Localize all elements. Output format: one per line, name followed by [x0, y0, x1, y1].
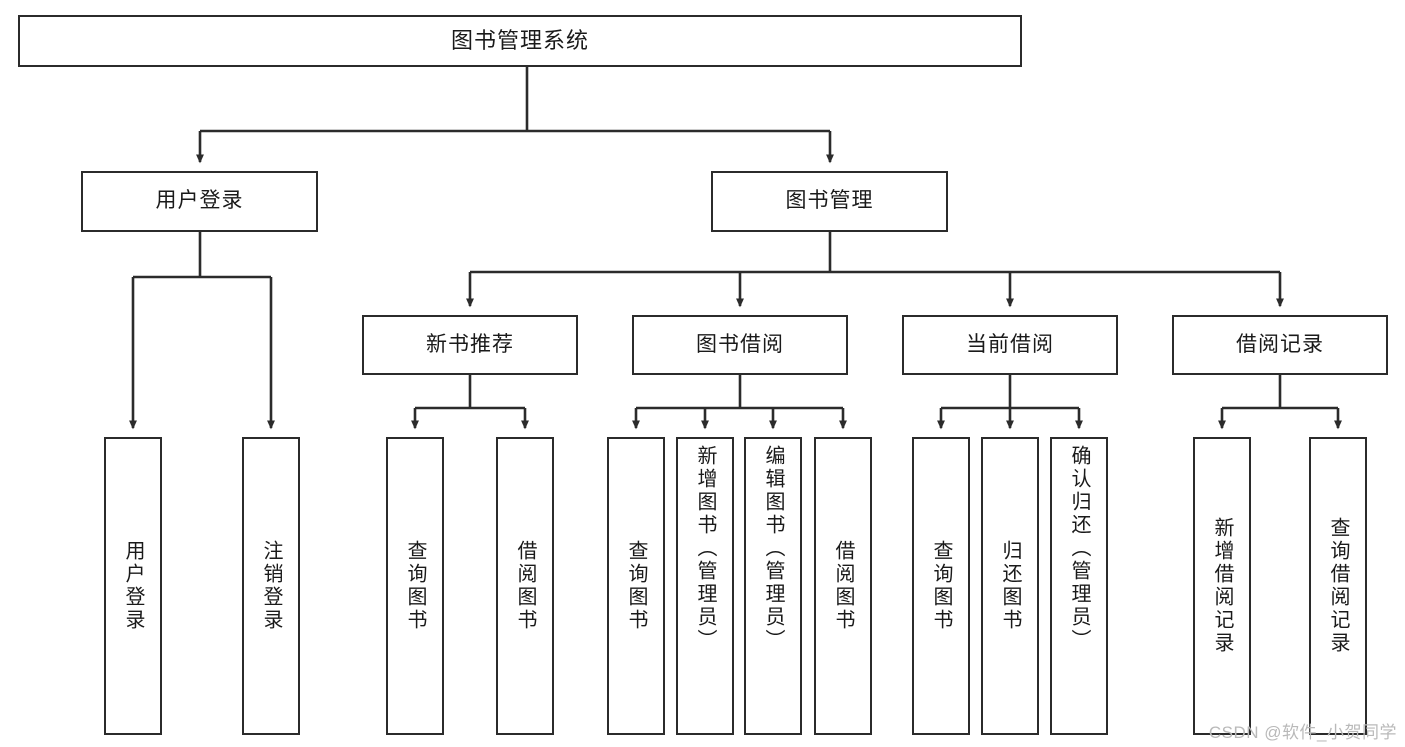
- leaf-current-query-book-label: 查询图书: [930, 540, 952, 632]
- node-user-login-label: 用户登录: [155, 189, 244, 213]
- leaf-record-query-record-label: 查询借阅记录: [1327, 517, 1349, 655]
- leaf-user-login-signin-label: 用户登录: [122, 540, 144, 632]
- leaf-borrow-edit-book-admin-label: 编辑图书（管理员）: [762, 445, 784, 652]
- node-root-label: 图书管理系统: [450, 28, 589, 54]
- leaf-borrow-borrow-book-label: 借阅图书: [832, 540, 854, 632]
- node-current-borrowing[interactable]: 当前借阅: [902, 315, 1118, 375]
- leaf-current-confirm-return-admin[interactable]: 确认归还（管理员）: [1050, 437, 1108, 735]
- leaf-current-confirm-return-admin-label: 确认归还（管理员）: [1068, 445, 1090, 652]
- leaf-current-query-book[interactable]: 查询图书: [912, 437, 970, 735]
- node-current-borrowing-label: 当前借阅: [966, 332, 1054, 356]
- node-book-management[interactable]: 图书管理: [711, 171, 948, 232]
- node-borrowing-record[interactable]: 借阅记录: [1172, 315, 1388, 375]
- leaf-user-login-signout-label: 注销登录: [260, 540, 282, 632]
- node-book-borrowing[interactable]: 图书借阅: [632, 315, 848, 375]
- node-book-management-label: 图书管理: [785, 189, 874, 213]
- leaf-borrow-query-book[interactable]: 查询图书: [607, 437, 665, 735]
- node-borrowing-record-label: 借阅记录: [1236, 332, 1324, 356]
- leaf-record-add-record-label: 新增借阅记录: [1211, 517, 1233, 655]
- leaf-current-return-book-label: 归还图书: [999, 540, 1021, 632]
- leaf-borrow-add-book-admin-label: 新增图书（管理员）: [694, 445, 716, 652]
- leaf-current-return-book[interactable]: 归还图书: [981, 437, 1039, 735]
- leaf-record-add-record[interactable]: 新增借阅记录: [1193, 437, 1251, 735]
- leaf-new-book-borrow-label: 借阅图书: [514, 540, 536, 632]
- leaf-user-login-signin[interactable]: 用户登录: [104, 437, 162, 735]
- leaf-new-book-borrow[interactable]: 借阅图书: [496, 437, 554, 735]
- leaf-user-login-signout[interactable]: 注销登录: [242, 437, 300, 735]
- leaf-record-query-record[interactable]: 查询借阅记录: [1309, 437, 1367, 735]
- leaf-borrow-edit-book-admin[interactable]: 编辑图书（管理员）: [744, 437, 802, 735]
- leaf-borrow-query-book-label: 查询图书: [625, 540, 647, 632]
- leaf-new-book-query[interactable]: 查询图书: [386, 437, 444, 735]
- node-book-borrowing-label: 图书借阅: [696, 332, 784, 356]
- node-new-book-recommendation-label: 新书推荐: [426, 332, 514, 356]
- node-user-login[interactable]: 用户登录: [81, 171, 318, 232]
- leaf-new-book-query-label: 查询图书: [404, 540, 426, 632]
- node-root-book-management-system[interactable]: 图书管理系统: [18, 15, 1022, 67]
- leaf-borrow-add-book-admin[interactable]: 新增图书（管理员）: [676, 437, 734, 735]
- node-new-book-recommendation[interactable]: 新书推荐: [362, 315, 578, 375]
- leaf-borrow-borrow-book[interactable]: 借阅图书: [814, 437, 872, 735]
